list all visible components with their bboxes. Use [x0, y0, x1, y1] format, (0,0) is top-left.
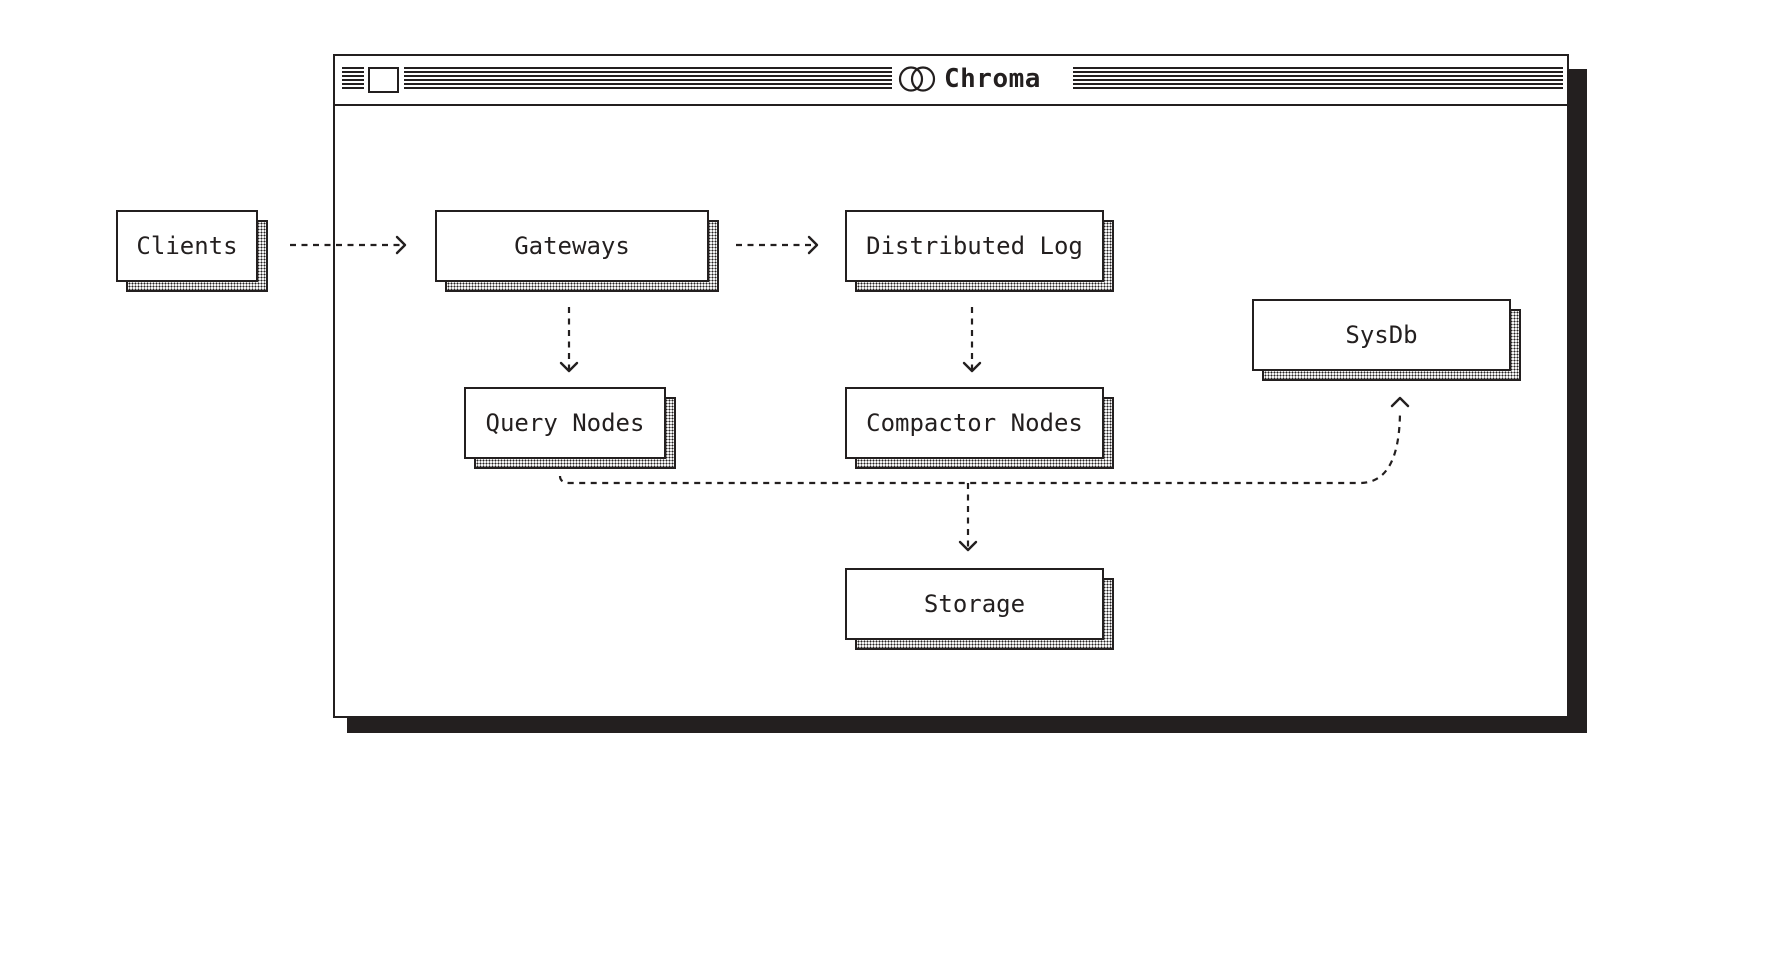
node-sysdb-label: SysDb: [1252, 299, 1511, 371]
arrowhead-distributed-log: [807, 235, 819, 255]
node-sysdb[interactable]: SysDb: [1252, 299, 1521, 381]
node-gateways[interactable]: Gateways: [435, 210, 719, 292]
node-clients-label: Clients: [116, 210, 258, 282]
chroma-window: Chroma: [333, 54, 1569, 718]
window-titlebar[interactable]: Chroma: [335, 56, 1567, 106]
arrowhead-sysdb: [1390, 396, 1410, 408]
node-distributed-log[interactable]: Distributed Log: [845, 210, 1114, 292]
window-title: Chroma: [944, 64, 1041, 94]
node-clients[interactable]: Clients: [116, 210, 268, 292]
node-storage[interactable]: Storage: [845, 568, 1114, 650]
edge-query-nodes-sysdb: [558, 409, 1402, 485]
window-title-group: Chroma: [898, 59, 1068, 99]
arrowhead-query-nodes: [559, 361, 579, 373]
node-distributed-log-label: Distributed Log: [845, 210, 1104, 282]
titlebar-stripes-left: [404, 67, 892, 91]
node-query-nodes-label: Query Nodes: [464, 387, 666, 459]
arrowhead-gateways: [395, 235, 407, 255]
arrowhead-compactor-nodes: [962, 361, 982, 373]
node-compactor-nodes[interactable]: Compactor Nodes: [845, 387, 1114, 469]
chroma-logo-icon: [898, 66, 936, 92]
node-gateways-label: Gateways: [435, 210, 709, 282]
node-compactor-nodes-label: Compactor Nodes: [845, 387, 1104, 459]
close-box-icon[interactable]: [368, 67, 399, 93]
titlebar-stripes-right: [1073, 67, 1563, 91]
node-storage-label: Storage: [845, 568, 1104, 640]
node-query-nodes[interactable]: Query Nodes: [464, 387, 676, 469]
arrowhead-storage: [958, 540, 978, 552]
titlebar-stripes-left-short: [342, 67, 364, 91]
